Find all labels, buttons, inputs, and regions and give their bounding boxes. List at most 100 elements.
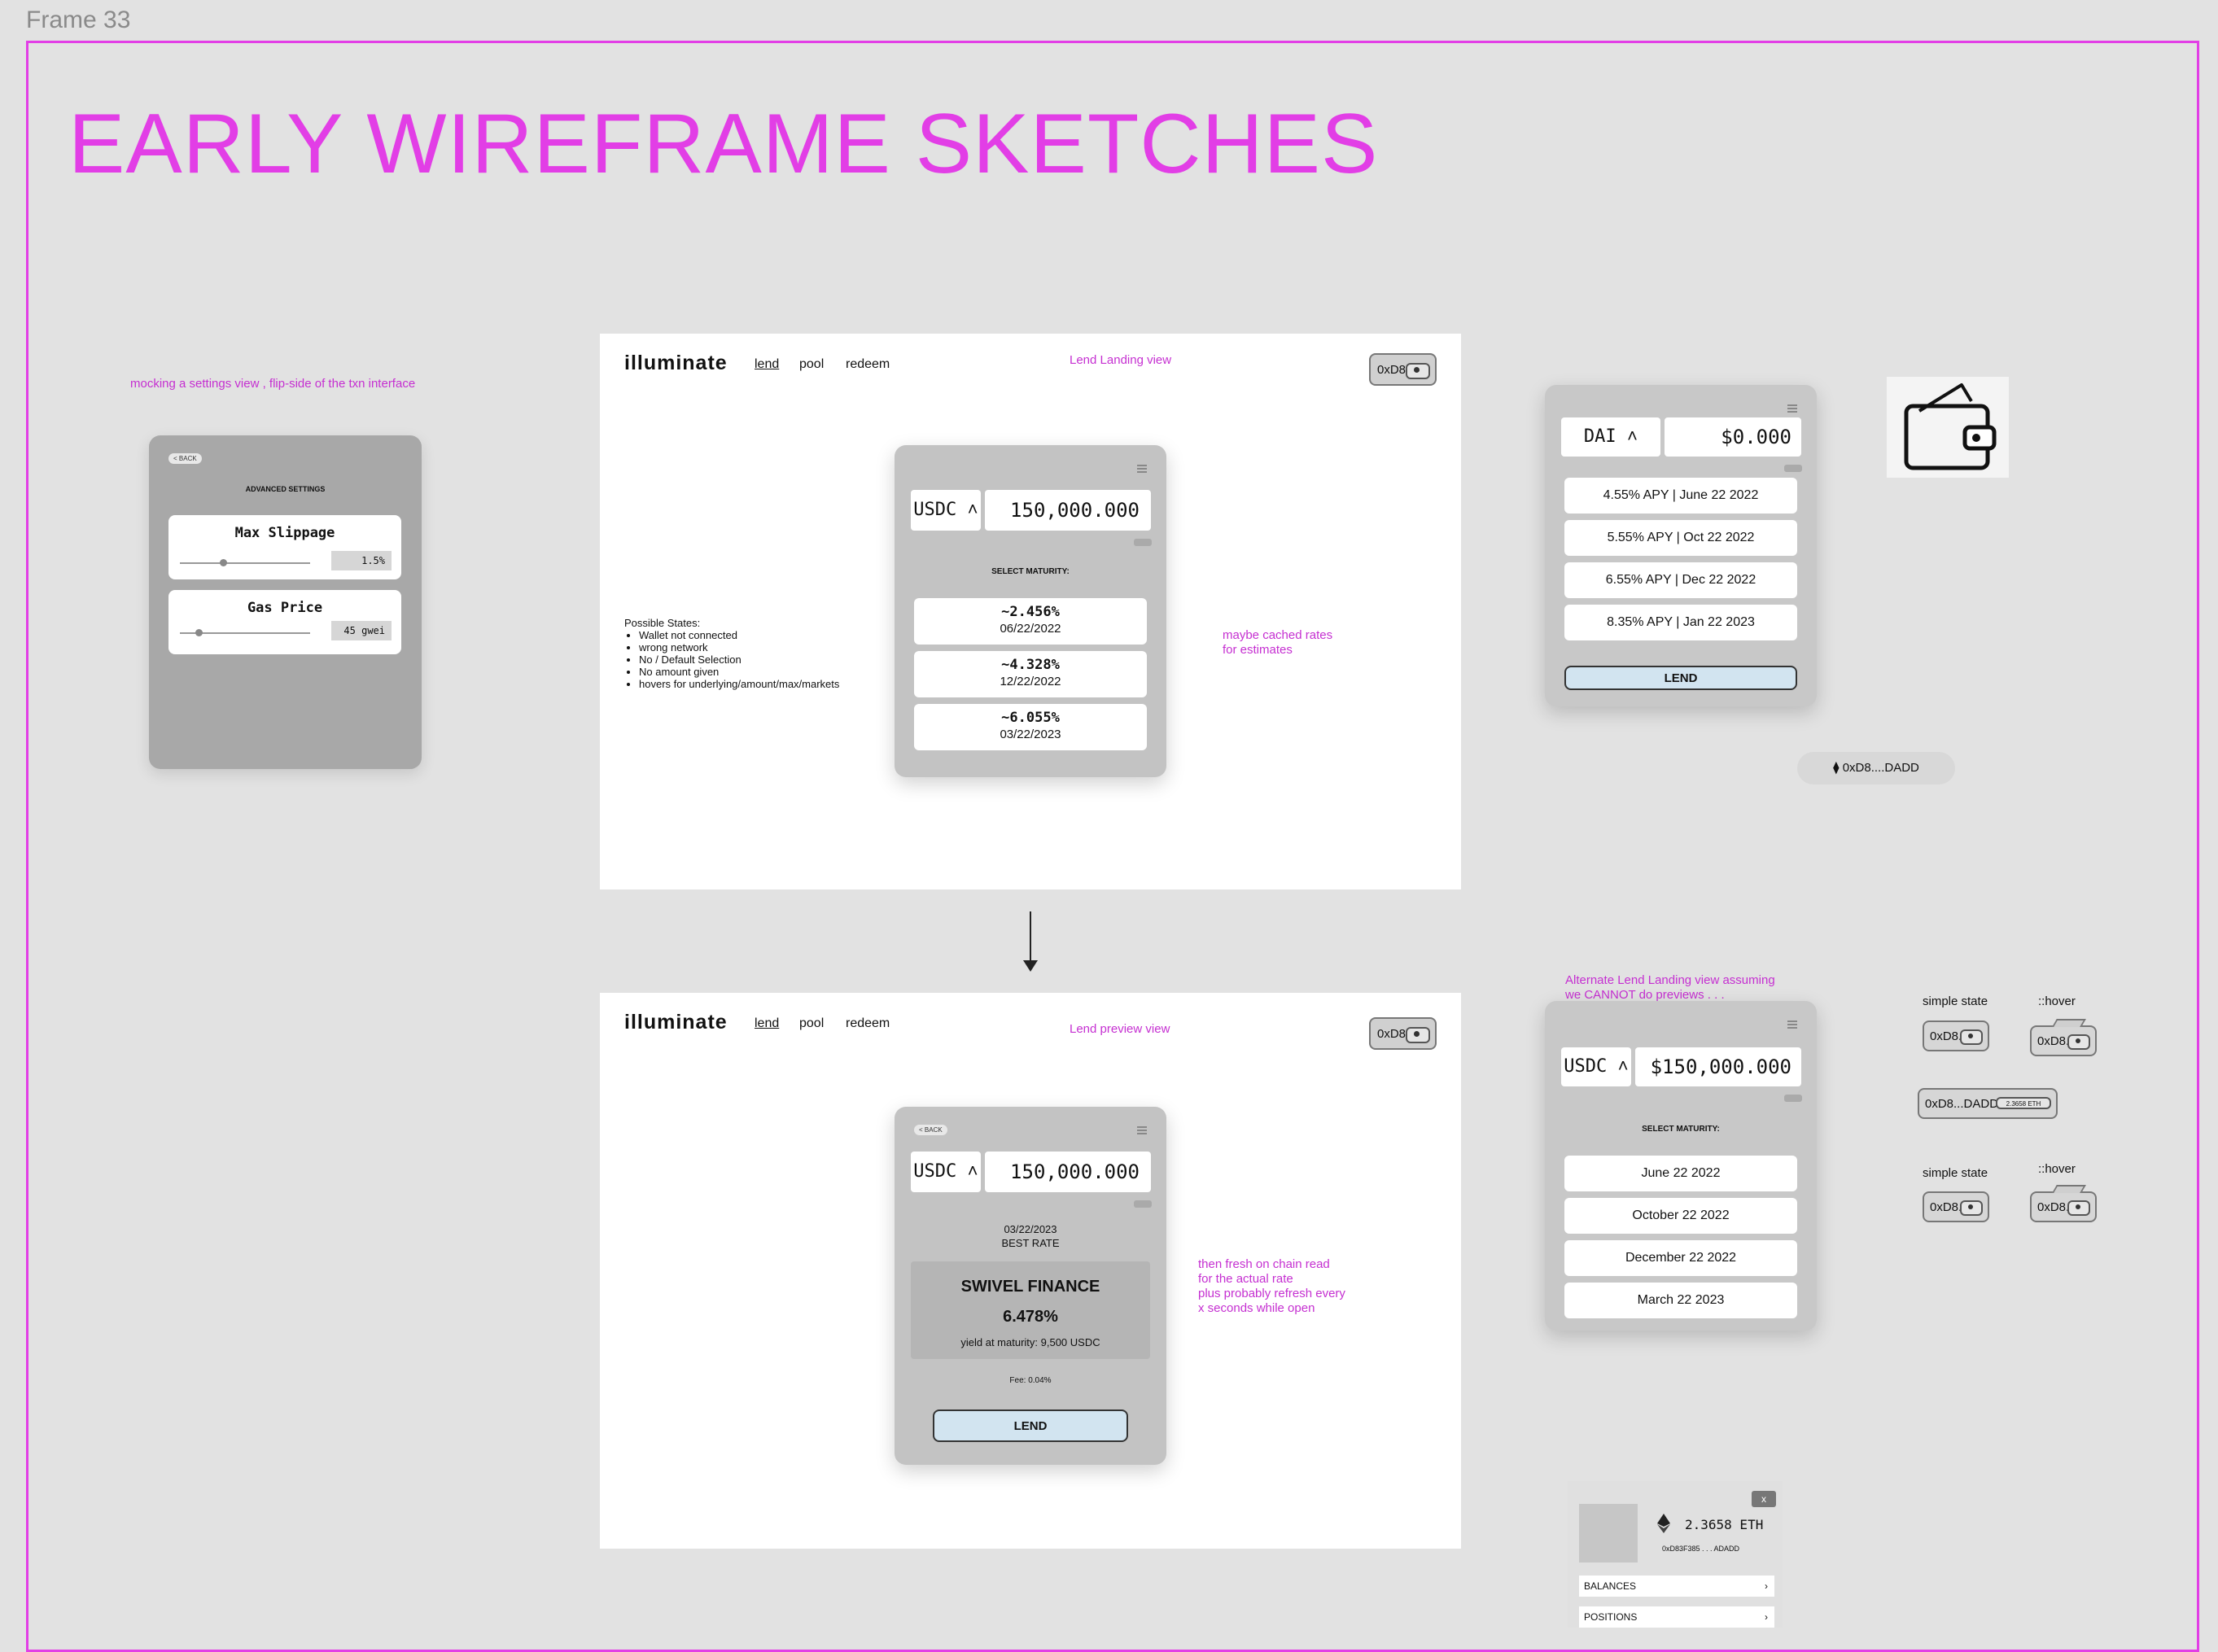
token-select[interactable]: USDC ˄ — [911, 1152, 981, 1192]
possible-states: Possible States: Wallet not connected wr… — [624, 617, 839, 690]
nav-pool[interactable]: pool — [799, 1016, 825, 1030]
max-button[interactable] — [1134, 539, 1152, 546]
slippage-card: Max Slippage 1.5% — [168, 515, 401, 579]
wallet-button-hover[interactable]: 0xD8.. — [2030, 1185, 2097, 1222]
best-rate-card: SWIVEL FINANCE 6.478% yield at maturity:… — [911, 1261, 1150, 1359]
app-logo[interactable]: illuminate — [624, 352, 728, 374]
maturity-date: 12/22/2022 — [1000, 675, 1061, 688]
gas-slider[interactable] — [180, 632, 310, 634]
nav-lend[interactable]: lend — [755, 1016, 780, 1030]
flow-arrow-head — [1023, 960, 1038, 972]
amount-input[interactable]: 150,000.000 — [985, 1152, 1151, 1192]
wallet-address: 0xD8.. — [1377, 363, 1413, 377]
state-item: No / Default Selection — [639, 653, 839, 666]
token-select[interactable]: USDC ˄ — [911, 490, 981, 531]
select-maturity-label: SELECT MATURITY: — [1642, 1125, 1720, 1134]
account-address[interactable]: 0xD83F385 . . . ADADD — [1662, 1545, 1740, 1553]
wallet-button-simple[interactable]: 0xD8.. — [1923, 1020, 1989, 1051]
page-heading: EARLY WIREFRAME SKETCHES — [68, 97, 1379, 191]
frame-label: Frame 33 — [26, 7, 131, 33]
note-line: Alternate Lend Landing view assuming — [1565, 973, 1775, 987]
maturity-option[interactable]: October 22 2022 — [1564, 1198, 1797, 1234]
max-button[interactable] — [1784, 1095, 1802, 1102]
maturity-option[interactable]: March 22 2023 — [1564, 1283, 1797, 1318]
note-lend-landing: Lend Landing view — [1070, 353, 1172, 367]
maturity-option[interactable]: ~4.328% 12/22/2022 — [914, 651, 1147, 697]
max-button[interactable] — [1784, 465, 1802, 472]
apy-option[interactable]: 5.55% APY | Oct 22 2022 — [1564, 520, 1797, 556]
close-icon[interactable]: x — [1752, 1491, 1776, 1507]
wallet-button-long[interactable]: 0xD8...DADD 2.3658 ETH — [1918, 1088, 2058, 1119]
settings-back-button[interactable]: < BACK — [168, 453, 202, 464]
menu-icon[interactable] — [1137, 465, 1147, 473]
slippage-slider-knob[interactable] — [220, 559, 227, 566]
maturity-option[interactable]: ~2.456% 06/22/2022 — [914, 598, 1147, 645]
state-item: Wallet not connected — [639, 629, 839, 641]
label-simple-state: simple state — [1923, 1166, 1988, 1180]
address-pill[interactable]: ⧫ 0xD8....DADD — [1797, 752, 1955, 784]
chevron-right-icon: › — [1765, 1611, 1768, 1623]
menu-icon[interactable] — [1137, 1126, 1147, 1134]
maturity-option[interactable]: June 22 2022 — [1564, 1156, 1797, 1191]
label-hover-state: ::hover — [2038, 1162, 2076, 1176]
note-alternate: Alternate Lend Landing view assuming we … — [1565, 973, 1775, 1003]
gas-label: Gas Price — [247, 600, 323, 616]
amount-input[interactable]: $0.000 — [1665, 417, 1801, 457]
slippage-slider[interactable] — [180, 562, 310, 564]
note-line: we CANNOT do previews . . . — [1565, 988, 1725, 1002]
label-hover-state: ::hover — [2038, 994, 2076, 1008]
fee-text: Fee: 0.04% — [1009, 1376, 1052, 1385]
lend-button[interactable]: LEND — [1564, 666, 1797, 690]
eth-balance-badge: 2.3658 ETH — [1996, 1097, 2051, 1109]
gas-value[interactable]: 45 gwei — [331, 621, 392, 640]
avatar — [1579, 1504, 1638, 1562]
wallet-button-hover[interactable]: 0xD8.. — [2030, 1019, 2097, 1056]
slippage-label: Max Slippage — [234, 525, 335, 541]
rate-value: 6.478% — [1003, 1308, 1058, 1326]
maturity-option[interactable]: ~6.055% 03/22/2023 — [914, 704, 1147, 750]
settings-title: ADVANCED SETTINGS — [245, 485, 326, 493]
menu-icon[interactable] — [1787, 1020, 1797, 1029]
maturity-option[interactable]: December 22 2022 — [1564, 1240, 1797, 1276]
wallet-address: 0xD8...DADD — [1925, 1097, 1999, 1111]
apy-option[interactable]: 8.35% APY | Jan 22 2023 — [1564, 605, 1797, 640]
wallet-button[interactable]: 0xD8.. — [1369, 1017, 1437, 1050]
nav-pool[interactable]: pool — [799, 357, 825, 371]
maturity-rate: ~6.055% — [1001, 710, 1060, 726]
wallet-address: 0xD8.. — [1377, 1027, 1413, 1041]
nav-redeem[interactable]: redeem — [846, 357, 890, 371]
yield-text: yield at maturity: 9,500 USDC — [960, 1336, 1100, 1348]
max-button[interactable] — [1134, 1200, 1152, 1208]
amount-input[interactable]: 150,000.000 — [985, 490, 1151, 531]
gas-slider-knob[interactable] — [195, 629, 203, 636]
apy-option[interactable]: 4.55% APY | June 22 2022 — [1564, 478, 1797, 514]
amount-input[interactable]: $150,000.000 — [1635, 1047, 1801, 1086]
positions-row[interactable]: POSITIONS › — [1579, 1606, 1774, 1628]
nav-redeem[interactable]: redeem — [846, 1016, 890, 1030]
lend-button[interactable]: LEND — [933, 1409, 1128, 1442]
token-select[interactable]: DAI ˄ — [1561, 417, 1660, 457]
wallet-button-simple[interactable]: 0xD8.. — [1923, 1191, 1989, 1222]
note-lend-preview: Lend preview view — [1070, 1022, 1170, 1036]
alternate-lend-widget: USDC ˄ $150,000.000 SELECT MATURITY: Jun… — [1545, 1001, 1817, 1331]
app-logo[interactable]: illuminate — [624, 1011, 728, 1034]
wallet-button[interactable]: 0xD8.. — [1369, 353, 1437, 386]
wallet-icon — [1406, 363, 1430, 379]
lend-widget: USDC ˄ 150,000.000 SELECT MATURITY: ~2.4… — [895, 445, 1166, 777]
token-select[interactable]: USDC ˄ — [1561, 1047, 1631, 1086]
wallet-icon — [2067, 1034, 2090, 1050]
platform-name: SWIVEL FINANCE — [960, 1278, 1100, 1296]
wallet-address: 0xD8.. — [2037, 1034, 2073, 1048]
slippage-value[interactable]: 1.5% — [331, 551, 392, 570]
note-cached-rates: maybe cached rates for estimates — [1223, 628, 1332, 658]
balances-label: BALANCES — [1584, 1580, 1637, 1592]
wallet-flap — [2052, 1019, 2086, 1027]
lend-landing-screen: illuminate lend pool redeem Lend Landing… — [600, 334, 1461, 889]
apy-option[interactable]: 6.55% APY | Dec 22 2022 — [1564, 562, 1797, 598]
balances-row[interactable]: BALANCES › — [1579, 1576, 1774, 1597]
gas-card: Gas Price 45 gwei — [168, 590, 401, 654]
nav-lend[interactable]: lend — [755, 357, 780, 371]
note-line: plus probably refresh every — [1198, 1287, 1345, 1300]
menu-icon[interactable] — [1787, 404, 1797, 413]
preview-back-button[interactable]: < BACK — [914, 1125, 947, 1135]
